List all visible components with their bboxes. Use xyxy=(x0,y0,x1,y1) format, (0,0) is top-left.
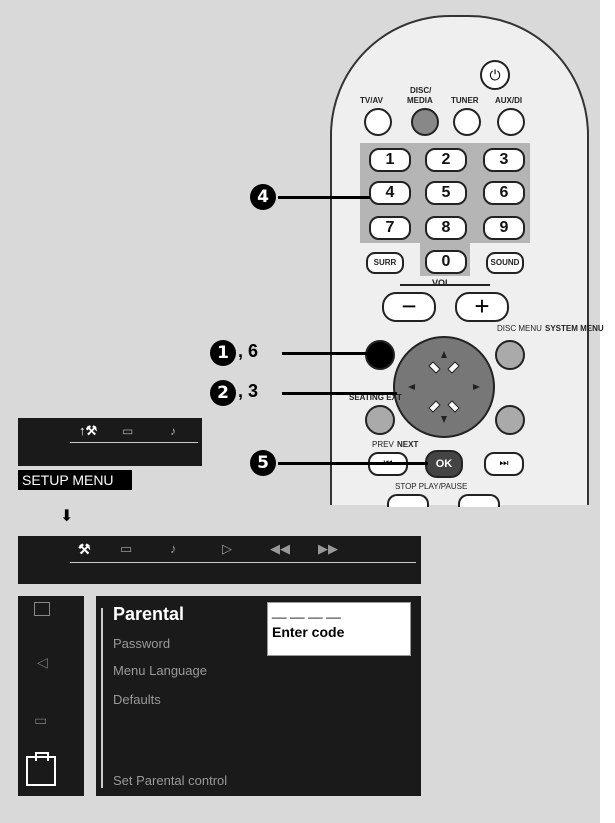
disc-menu-button[interactable] xyxy=(495,340,525,370)
menu-item-pointer xyxy=(101,608,103,788)
lock-icon-shackle xyxy=(35,752,49,761)
lock-icon[interactable] xyxy=(26,756,56,786)
callout-5: 5 xyxy=(250,450,276,476)
surr-button[interactable]: SURR xyxy=(366,252,404,274)
key-1[interactable]: 1 xyxy=(369,148,411,172)
setup-tool-icon: ⚒ xyxy=(78,541,91,557)
disc-media-label-2: MEDIA xyxy=(407,96,433,105)
disc-media-label-1: DISC/ xyxy=(410,86,432,95)
callout-6-text: , 6 xyxy=(238,341,259,361)
key-6[interactable]: 6 xyxy=(483,181,525,205)
key-7[interactable]: 7 xyxy=(369,216,411,240)
next-label: NEXT xyxy=(397,440,419,449)
key-8[interactable]: 8 xyxy=(425,216,467,240)
disc-media-button[interactable] xyxy=(411,108,439,136)
callout-4: 4 xyxy=(250,184,276,210)
enter-code-text: Enter code xyxy=(272,624,345,640)
sound-button[interactable]: SOUND xyxy=(486,252,524,274)
callout-1: 1 xyxy=(210,340,236,366)
menu-item-parental[interactable]: Parental xyxy=(113,604,185,624)
callout-4-line xyxy=(278,196,370,199)
callout-5-line xyxy=(278,462,428,465)
nav-arrows-icon xyxy=(408,351,480,423)
key-2[interactable]: 2 xyxy=(425,148,467,172)
setup-left-panel xyxy=(18,596,84,796)
tv-av-button[interactable] xyxy=(364,108,392,136)
code-entry-field[interactable]: __ __ __ __ xyxy=(272,604,341,619)
aux-di-label: AUX/DI xyxy=(495,96,523,105)
system-menu-button[interactable] xyxy=(365,340,395,370)
topbar-line xyxy=(70,562,416,563)
callout-16-line xyxy=(282,352,368,355)
key-4[interactable]: 4 xyxy=(369,181,411,205)
vol-bracket xyxy=(400,284,490,294)
system-menu-label: SYSTEM MENU xyxy=(545,324,604,333)
display-icon: ▭ xyxy=(34,712,48,728)
next-button[interactable]: ⏭ xyxy=(484,452,524,476)
down-arrow-icon: ⬇ xyxy=(60,508,74,525)
vol-label: VOL xyxy=(432,278,451,288)
audio-icon: ♪ xyxy=(170,541,177,556)
menu-item-password[interactable]: Password xyxy=(113,636,171,651)
ok-button[interactable]: OK xyxy=(425,450,463,478)
stop-play-label: STOP PLAY/PAUSE xyxy=(395,482,468,491)
code-popup xyxy=(267,602,411,656)
callout-2: 2 xyxy=(210,380,236,406)
vol-plus-button[interactable]: + xyxy=(455,292,509,322)
key-3[interactable]: 3 xyxy=(483,148,525,172)
forward-icon: ▶▶ xyxy=(318,541,338,556)
setup-topbar xyxy=(18,536,421,584)
speaker-icon: ◁ xyxy=(37,654,48,670)
callout-3-text: , 3 xyxy=(238,381,259,401)
setup-small-icon: ↑⚒ xyxy=(79,423,98,438)
prev-label: PREV xyxy=(372,440,394,449)
tuner-button[interactable] xyxy=(453,108,481,136)
setup-small-audio-icon: ♪ xyxy=(170,424,176,438)
aux-di-button[interactable] xyxy=(497,108,525,136)
setup-small-tv-icon: ▭ xyxy=(122,424,134,438)
setup-small-line xyxy=(70,442,198,443)
right-button[interactable] xyxy=(495,405,525,435)
key-0[interactable]: 0 xyxy=(425,250,467,274)
tv-icon: ▭ xyxy=(120,541,133,556)
remote-bottom-mask xyxy=(320,507,600,527)
setup-small-label: SETUP MENU xyxy=(18,470,132,490)
play-icon: ▷ xyxy=(222,541,232,556)
key-5[interactable]: 5 xyxy=(425,181,467,205)
key-9[interactable]: 9 xyxy=(483,216,525,240)
seating-label: SEATING EXT xyxy=(349,393,402,402)
picture-icon xyxy=(34,602,50,616)
tv-av-label: TV/AV xyxy=(360,96,383,105)
rewind-icon: ◀◀ xyxy=(270,541,290,556)
power-icon[interactable]: ⏻ xyxy=(480,60,510,90)
menu-hint: Set Parental control xyxy=(113,773,228,788)
menu-item-defaults[interactable]: Defaults xyxy=(113,692,161,707)
disc-menu-label: DISC MENU xyxy=(497,324,542,333)
seating-button[interactable] xyxy=(365,405,395,435)
callout-23-line xyxy=(282,392,397,395)
menu-item-menu-language[interactable]: Menu Language xyxy=(113,663,207,678)
vol-minus-button[interactable]: − xyxy=(382,292,436,322)
tuner-label: TUNER xyxy=(451,96,479,105)
